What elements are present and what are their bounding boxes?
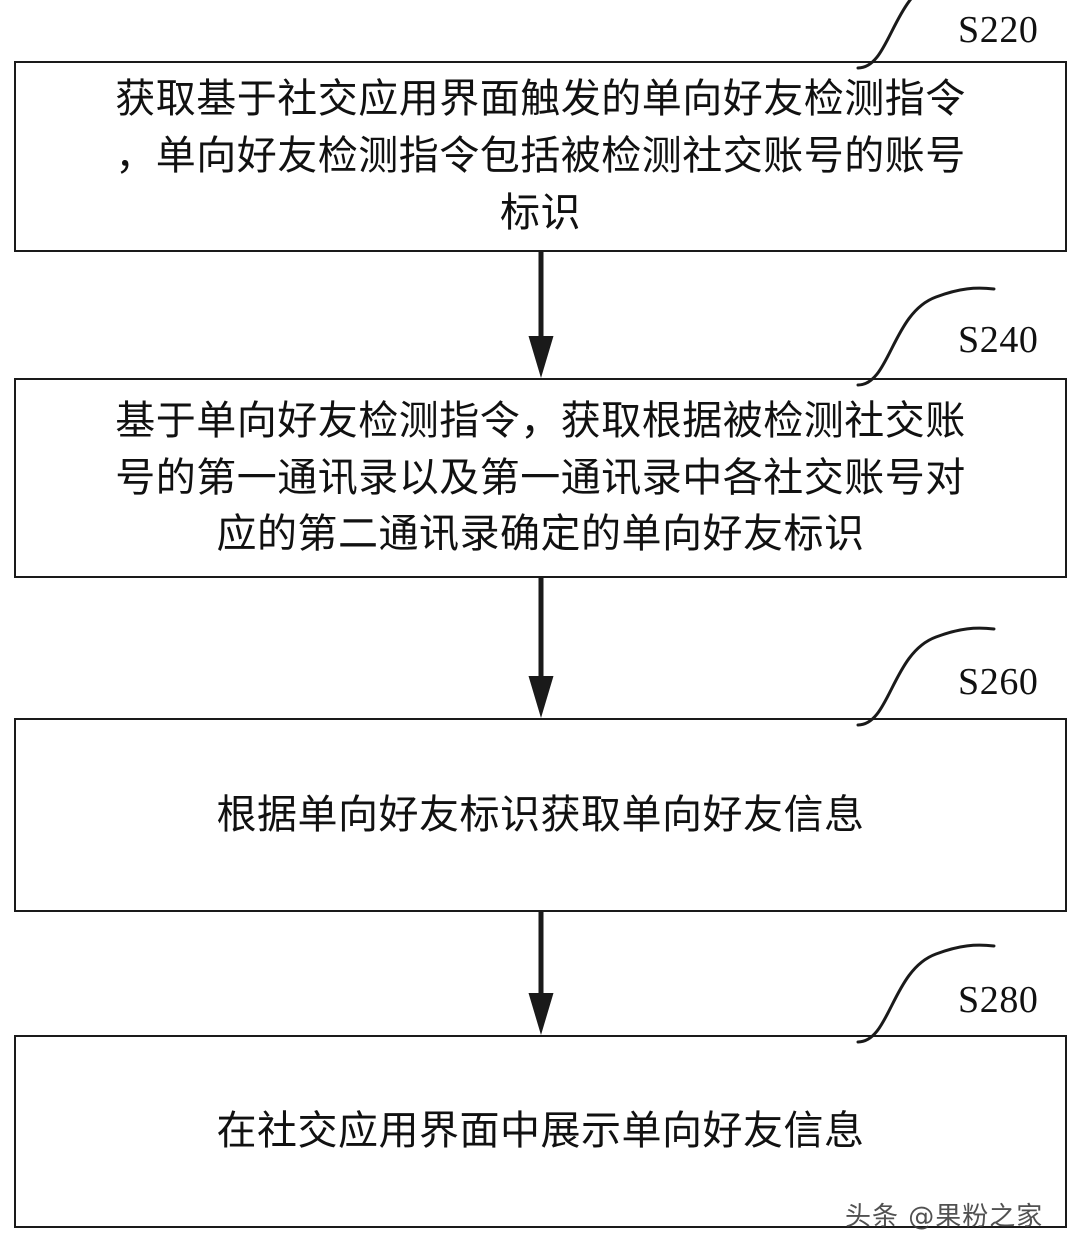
flow-step-box-s260: 根据单向好友标识获取单向好友信息 — [14, 718, 1067, 912]
flow-step-label-s280: S280 — [958, 979, 1039, 1021]
flow-step-box-s280: 在社交应用界面中展示单向好友信息 — [14, 1035, 1067, 1228]
flow-step-box-s220: 获取基于社交应用界面触发的单向好友检测指令 ，单向好友检测指令包括被检测社交账号… — [14, 61, 1067, 252]
watermark-text: 头条 @果粉之家 — [845, 1202, 1044, 1232]
flow-step-text-s220: 获取基于社交应用界面触发的单向好友检测指令 ，单向好友检测指令包括被检测社交账号… — [115, 76, 966, 235]
flow-step-text-s240: 基于单向好友检测指令，获取根据被检测社交账 号的第一通讯录以及第一通讯录中各社交… — [115, 397, 966, 557]
flow-step-text-s280: 在社交应用界面中展示单向好友信息 — [216, 1108, 865, 1154]
flow-arrow-s220-to-s240 — [528, 252, 554, 378]
flow-step-text-s260: 根据单向好友标识获取单向好友信息 — [216, 791, 865, 837]
flow-step-box-s240: 基于单向好友检测指令，获取根据被检测社交账 号的第一通讯录以及第一通讯录中各社交… — [14, 378, 1067, 578]
flow-step-label-s240: S240 — [958, 319, 1039, 361]
flow-arrow-s240-to-s260 — [528, 578, 554, 718]
flow-step-label-s260: S260 — [958, 661, 1039, 703]
flow-arrow-s260-to-s280 — [528, 912, 554, 1035]
flow-step-label-s220: S220 — [958, 9, 1039, 51]
